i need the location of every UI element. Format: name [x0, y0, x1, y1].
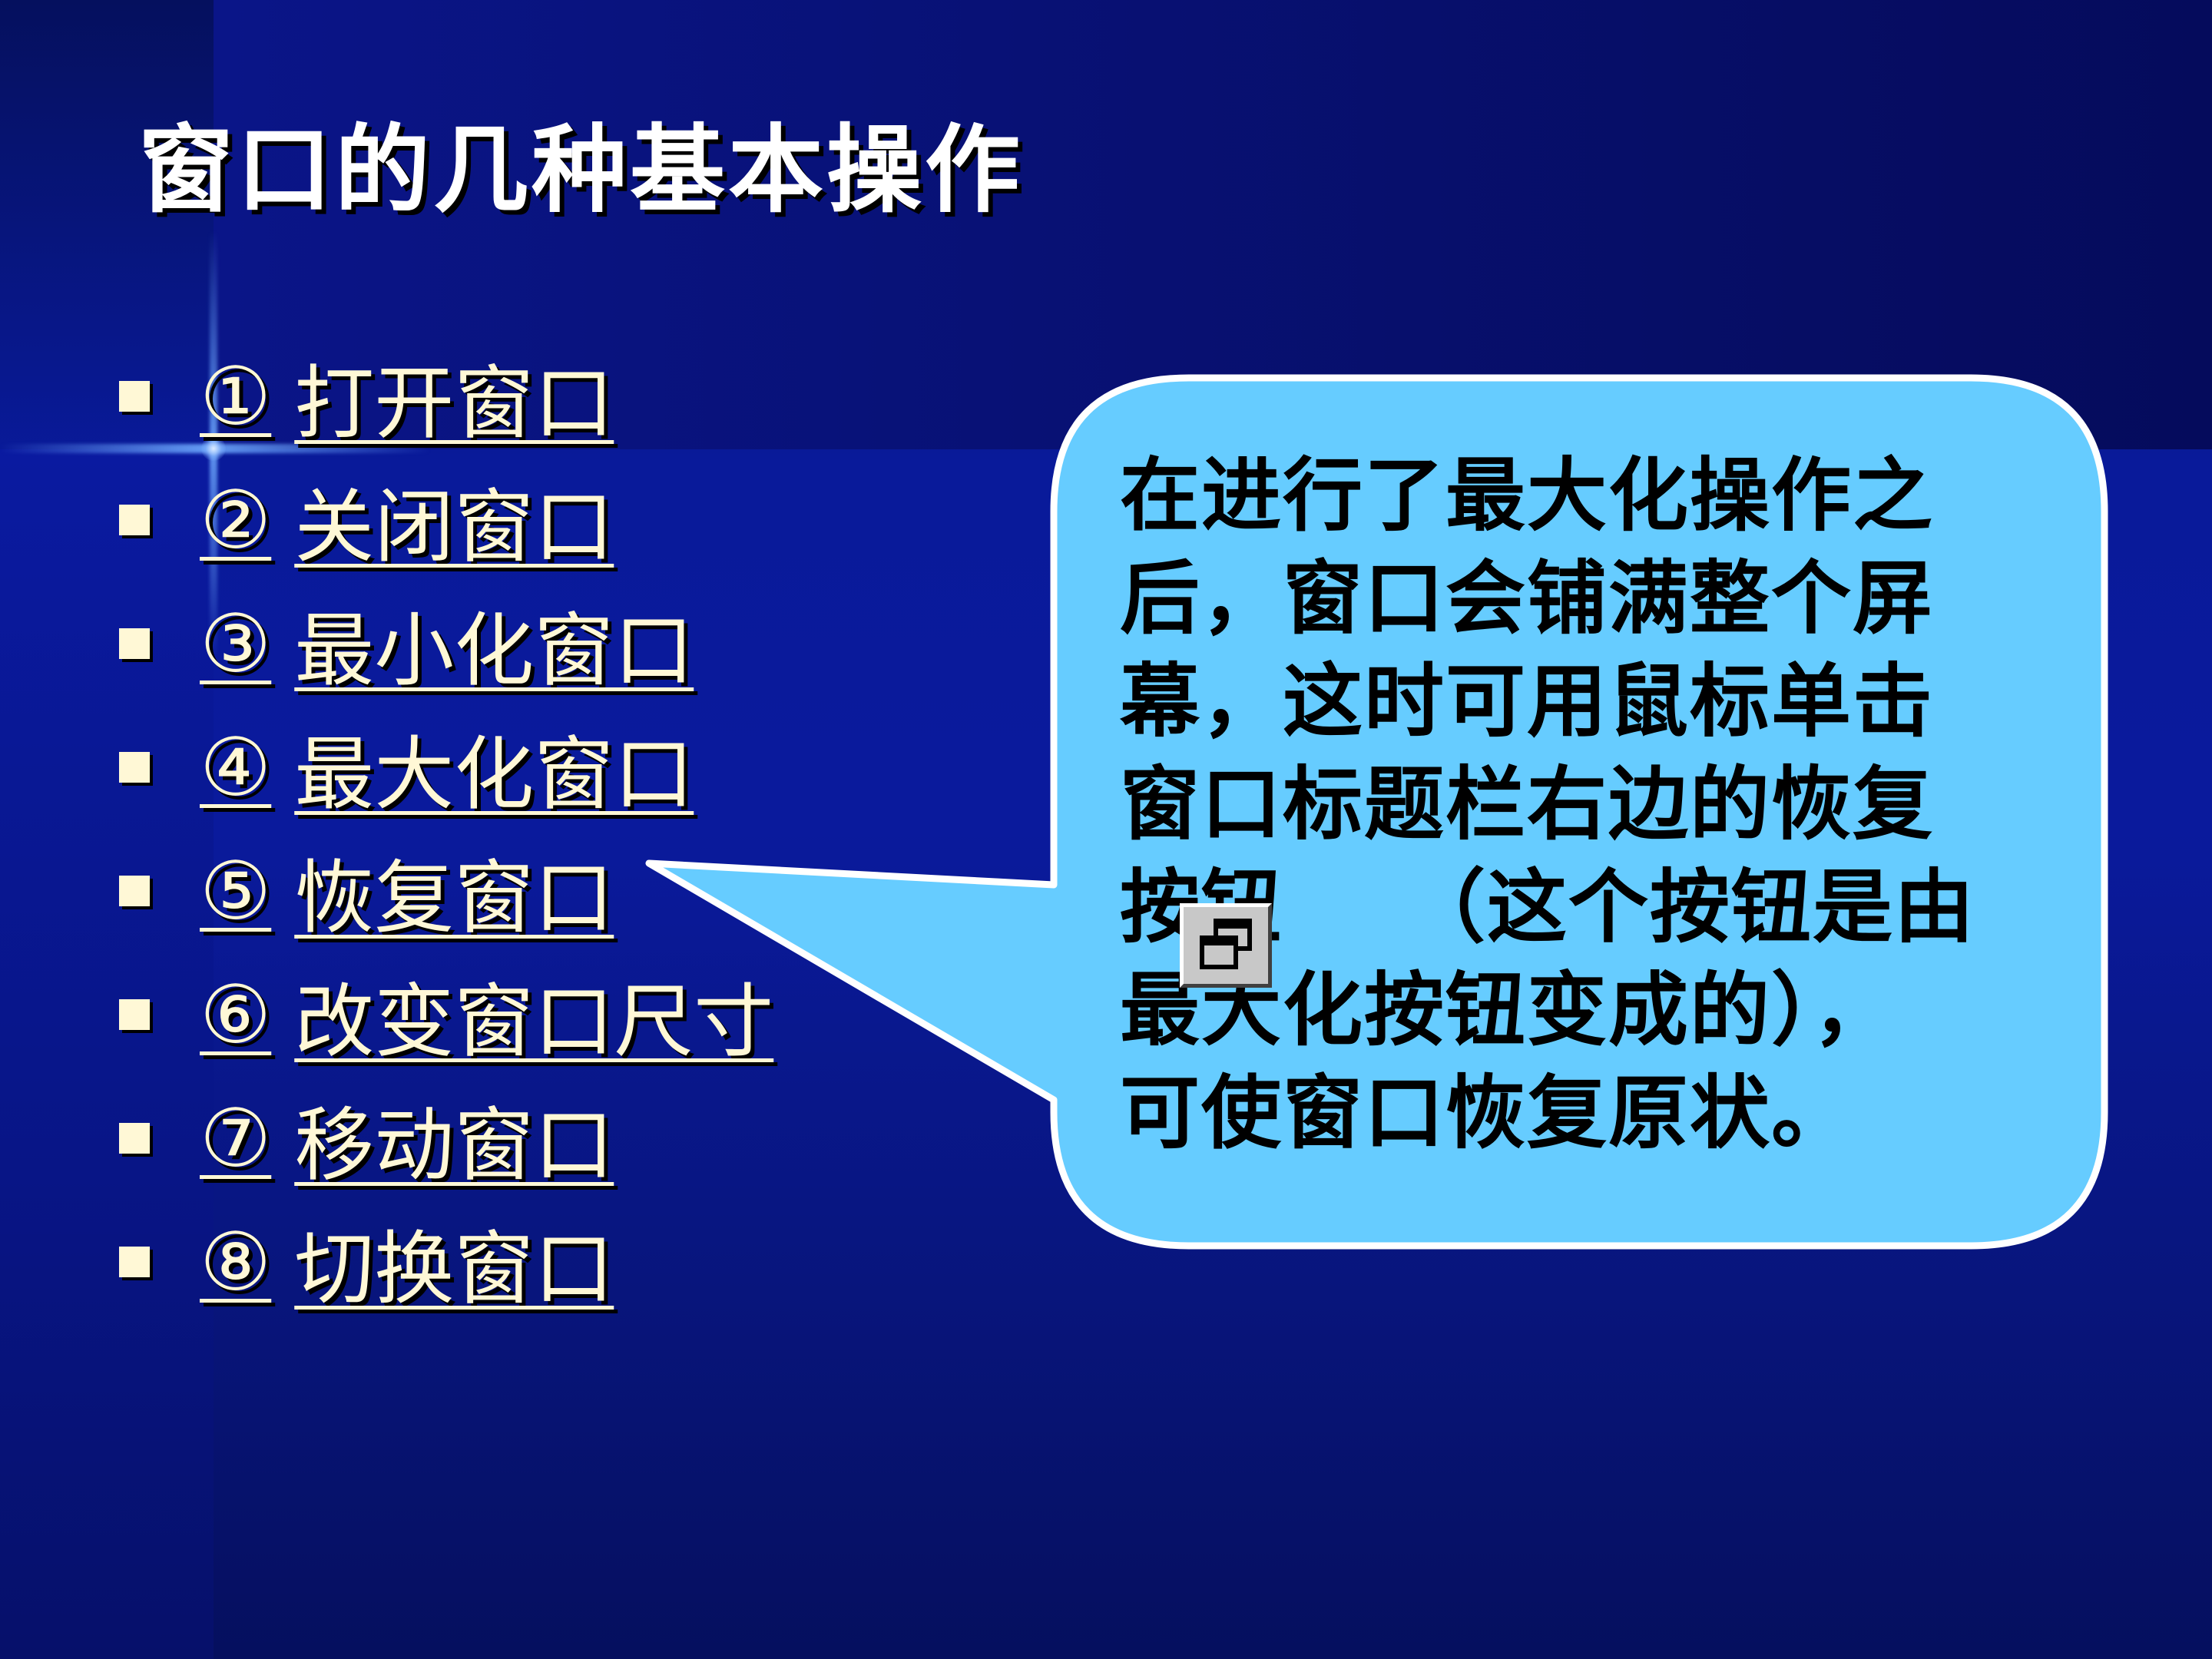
- menu-item-minimize[interactable]: ③ 最小化窗口: [119, 581, 773, 705]
- restore-window-button: [1180, 903, 1272, 988]
- callout-line: 在进行了最大化操作之: [1120, 449, 1935, 542]
- menu-item-close[interactable]: ② 关闭窗口: [119, 458, 773, 581]
- menu-item-label[interactable]: 最大化窗口: [294, 727, 694, 821]
- callout-line: 可使窗口恢复原状。: [1120, 1066, 1853, 1160]
- callout-line: 幕，这时可用鼠标单击: [1120, 654, 1935, 748]
- menu-item-number[interactable]: ⑧: [200, 1214, 272, 1309]
- background-band-left: [0, 449, 214, 1659]
- menu-item-label[interactable]: 打开窗口: [294, 356, 614, 450]
- menu-item-label[interactable]: 恢复窗口: [294, 851, 614, 945]
- square-bullet-icon: [119, 628, 150, 659]
- menu-item-label[interactable]: 关闭窗口: [294, 480, 614, 574]
- callout-bubble-shape: [645, 374, 2108, 1250]
- menu-item-restore[interactable]: ⑤ 恢复窗口: [119, 829, 773, 952]
- callout-text: 在进行了最大化操作之 后，窗口会铺满整个屏 幕，这时可用鼠标单击 窗口标题栏右边…: [1120, 444, 2057, 1164]
- menu-item-label[interactable]: 切换窗口: [294, 1222, 614, 1316]
- callout-line: 后，窗口会铺满整个屏: [1120, 551, 1935, 645]
- menu-item-number[interactable]: ②: [200, 472, 272, 567]
- square-bullet-icon: [119, 751, 150, 783]
- square-bullet-icon: [119, 1122, 150, 1154]
- menu-item-number[interactable]: ③: [200, 596, 272, 690]
- menu-item-open[interactable]: ① 打开窗口: [119, 334, 773, 458]
- light-flare-core: [201, 436, 226, 461]
- menu-item-number[interactable]: ⑥: [200, 967, 272, 1061]
- menu-item-number[interactable]: ①: [200, 349, 272, 443]
- menu-item-switch[interactable]: ⑧ 切换窗口: [119, 1200, 773, 1323]
- square-bullet-icon: [119, 504, 150, 535]
- menu-item-number[interactable]: ④: [200, 720, 272, 814]
- menu-item-number[interactable]: ⑦: [200, 1091, 272, 1185]
- menu-item-move[interactable]: ⑦ 移动窗口: [119, 1076, 773, 1200]
- callout-line: 窗口标题栏右边的恢复: [1120, 757, 1935, 851]
- menu-item-label[interactable]: 移动窗口: [294, 1098, 614, 1192]
- menu-item-label[interactable]: 改变窗口尺寸: [294, 975, 774, 1068]
- menu-item-label[interactable]: 最小化窗口: [294, 604, 694, 697]
- menu-item-maximize[interactable]: ④ 最大化窗口: [119, 705, 773, 829]
- square-bullet-icon: [119, 875, 150, 906]
- restore-window-icon: [1200, 919, 1252, 969]
- square-bullet-icon: [119, 1246, 150, 1277]
- slide-title: 窗口的几种基本操作: [138, 115, 1024, 226]
- menu-item-number[interactable]: ⑤: [200, 843, 272, 938]
- square-bullet-icon: [119, 998, 150, 1030]
- operations-menu: ① 打开窗口 ② 关闭窗口 ③ 最小化窗口 ④ 最大化窗口 ⑤ 恢复窗口 ⑥ 改…: [119, 334, 773, 1323]
- menu-item-resize[interactable]: ⑥ 改变窗口尺寸: [119, 952, 773, 1076]
- square-bullet-icon: [119, 380, 150, 412]
